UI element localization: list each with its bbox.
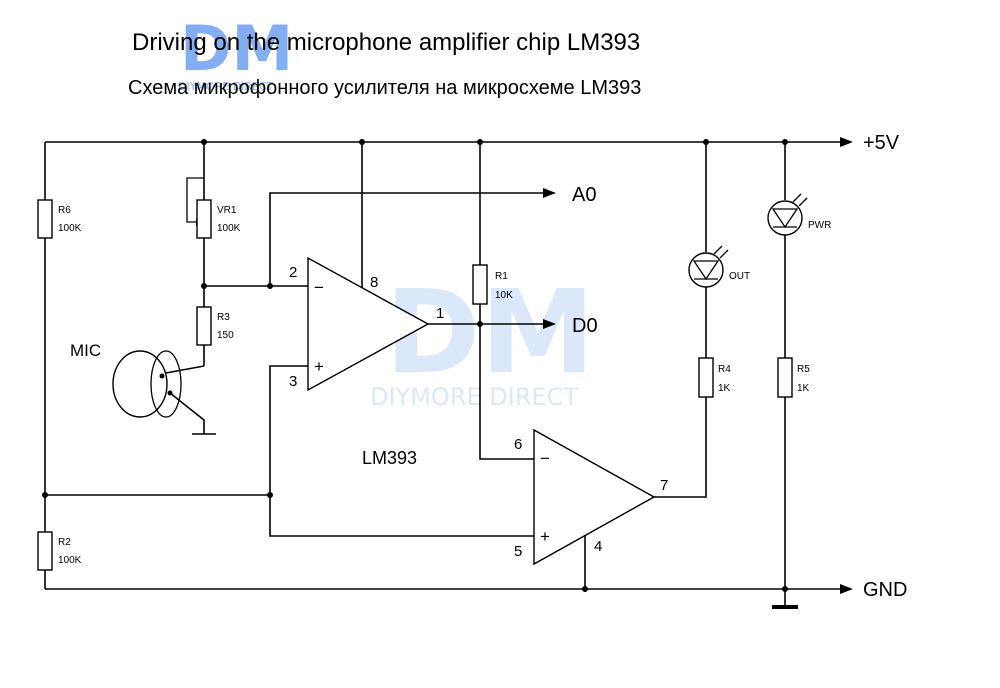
r4-value: 1K	[718, 383, 731, 394]
microphone-icon	[112, 350, 216, 435]
pwr-led-branch-wire	[772, 139, 798, 609]
r3-resistor	[196, 306, 212, 346]
pin-8: 8	[370, 274, 378, 291]
r1-value: 10K	[495, 290, 513, 301]
mic-label: MIC	[70, 341, 101, 360]
r1-resistor	[472, 264, 488, 305]
r4-resistor	[698, 357, 714, 398]
r1-branch-wire	[477, 139, 534, 460]
pin-5: 5	[514, 543, 522, 560]
r2-value: 100K	[58, 555, 82, 566]
watermark-logo-top: DM	[180, 12, 293, 85]
r2-name: R2	[58, 537, 71, 548]
comp2-noninverting-symbol: +	[540, 527, 550, 546]
r3-value: 150	[217, 330, 234, 341]
pwr-led-icon	[767, 193, 808, 236]
vr1-potentiometer	[196, 199, 212, 239]
r5-name: R5	[797, 364, 810, 375]
comp1-inverting-symbol: −	[314, 278, 324, 297]
r4-name: R4	[718, 364, 731, 375]
pwr-led-label: PWR	[808, 220, 831, 231]
pin-3: 3	[289, 373, 297, 390]
comparator-2	[533, 397, 707, 592]
out-led-icon	[688, 245, 729, 288]
r3-name: R3	[217, 312, 230, 323]
watermark-logo-center: DM	[385, 266, 595, 400]
vr1-branch-wire	[165, 139, 308, 374]
r6-resistor	[37, 199, 53, 239]
chip-label: LM393	[362, 448, 417, 468]
d0-label: D0	[572, 315, 598, 337]
watermark-brand-center: DIYMORE DIRECT	[370, 383, 578, 411]
pin-4: 4	[594, 538, 602, 555]
diagram-subtitle: Схема микрофонного усилителя на микросхе…	[128, 77, 641, 99]
out-led-branch-wire	[703, 139, 709, 358]
comp2-inverting-symbol: −	[540, 449, 550, 468]
vcc-rail	[45, 137, 853, 147]
pin-2: 2	[289, 264, 297, 281]
vcc-label: +5V	[863, 132, 900, 154]
pin-1: 1	[436, 305, 444, 322]
watermark-brand-top: DIYMORE DIRECT	[178, 80, 274, 93]
vr1-name: VR1	[217, 205, 237, 216]
r2-resistor	[37, 531, 53, 571]
watermark: DM DIYMORE DIRECT DM DIYMORE DIRECT	[178, 12, 595, 411]
comparator-1	[269, 139, 556, 537]
a0-label: A0	[572, 184, 596, 206]
comp1-noninverting-symbol: +	[314, 357, 324, 376]
gnd-label: GND	[863, 579, 907, 601]
gnd-rail	[45, 584, 853, 594]
pin-7: 7	[660, 477, 668, 494]
diagram-title: Driving on the microphone amplifier chip…	[132, 29, 640, 56]
vr1-value: 100K	[217, 223, 241, 234]
r5-value: 1K	[797, 383, 810, 394]
r1-name: R1	[495, 271, 508, 282]
r6-value: 100K	[58, 223, 82, 234]
out-led-label: OUT	[729, 271, 750, 282]
r5-resistor	[777, 357, 793, 398]
pin-6: 6	[514, 436, 522, 453]
r6-name: R6	[58, 205, 71, 216]
